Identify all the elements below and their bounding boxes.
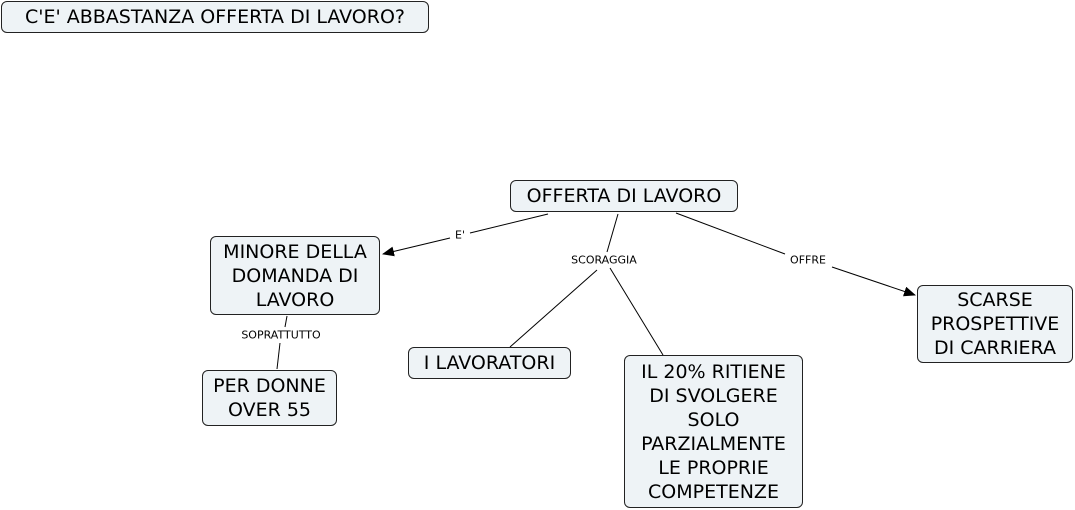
link-e-upper — [469, 213, 549, 234]
link-scoraggia-upper — [606, 213, 619, 253]
link-label-offre: OFFRE — [790, 253, 826, 267]
node-minore-della-domanda: MINORE DELLA DOMANDA DI LAVORO — [210, 236, 380, 315]
node-scarse-prospettive: SCARSE PROSPETTIVE DI CARRIERA — [917, 285, 1073, 363]
link-soprattutto-lower — [276, 342, 281, 370]
link-scoraggia-right — [609, 267, 664, 356]
title-node: C'E' ABBASTANZA OFFERTA DI LAVORO? — [1, 1, 429, 33]
node-per-donne-over-55: PER DONNE OVER 55 — [202, 370, 337, 426]
node-i-lavoratori: I LAVORATORI — [408, 347, 571, 379]
link-label-soprattutto: SOPRATTUTTO — [241, 328, 321, 342]
node-il-20-ritiene: IL 20% RITIENE DI SVOLGERE SOLO PARZIALM… — [624, 355, 803, 508]
link-label-scoraggia: SCORAGGIA — [571, 253, 637, 267]
link-scoraggia-left — [509, 269, 598, 348]
link-label-e: E' — [455, 228, 465, 242]
link-offre-lower — [831, 266, 916, 297]
node-offerta-di-lavoro: OFFERTA DI LAVORO — [510, 180, 738, 212]
link-offre-upper — [675, 212, 786, 255]
link-e-lower — [382, 237, 451, 257]
link-soprattutto-upper — [284, 315, 288, 328]
